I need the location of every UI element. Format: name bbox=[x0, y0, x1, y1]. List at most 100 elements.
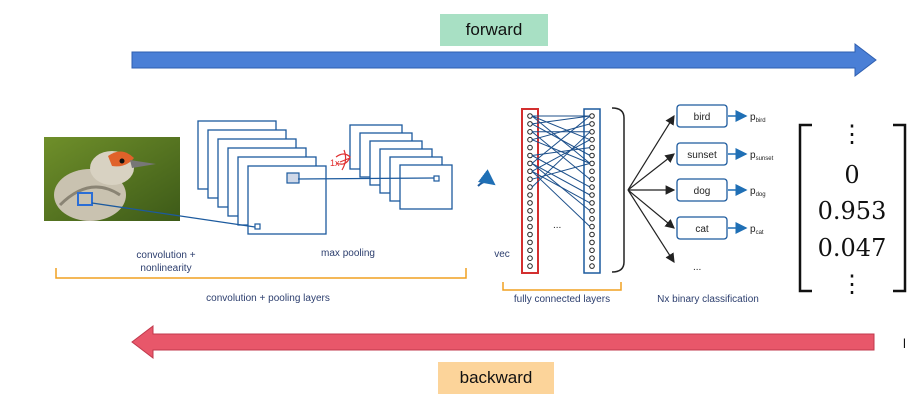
vector-entry: 0.047 bbox=[818, 234, 887, 262]
class-cat: cat pcat bbox=[676, 216, 764, 240]
fc-node bbox=[589, 192, 595, 198]
cut-off-text: l bbox=[903, 336, 906, 351]
fc-node bbox=[589, 113, 595, 119]
class-bird: bird pbird bbox=[676, 104, 766, 128]
binary-caption: Nx binary classification bbox=[657, 294, 759, 305]
fc-node bbox=[589, 168, 595, 175]
vec-node bbox=[527, 113, 533, 119]
probability-label: pdog bbox=[750, 186, 766, 198]
vec-node bbox=[527, 263, 533, 269]
forward-arrow bbox=[131, 42, 877, 78]
vector-entry: 0 bbox=[844, 161, 859, 189]
fc-node bbox=[589, 136, 595, 143]
fc-node bbox=[589, 184, 595, 190]
class-ellipsis: ... bbox=[693, 262, 701, 273]
handwritten-note: 1x bbox=[330, 158, 340, 168]
fc-node bbox=[589, 200, 595, 206]
class-box bbox=[676, 178, 728, 202]
fc-node bbox=[589, 129, 595, 135]
right-bracket bbox=[893, 123, 907, 293]
fc-connection bbox=[531, 162, 591, 196]
fc-connection bbox=[531, 162, 591, 180]
vec-node bbox=[527, 136, 533, 143]
fc-node bbox=[589, 152, 595, 159]
left-bracket bbox=[798, 123, 812, 293]
fc-connection bbox=[531, 123, 591, 141]
fc-connection bbox=[531, 139, 591, 172]
fc-node bbox=[589, 160, 595, 167]
class-box bbox=[676, 104, 728, 128]
fc-node bbox=[589, 239, 595, 246]
fc-bracket bbox=[611, 107, 625, 273]
fc-node bbox=[589, 263, 595, 269]
class-label: cat bbox=[695, 224, 709, 235]
vec-node bbox=[527, 160, 533, 167]
fc-connection bbox=[531, 115, 591, 164]
fc-node bbox=[589, 208, 595, 214]
class-box bbox=[676, 216, 728, 240]
vec-node bbox=[527, 215, 533, 222]
vec-node bbox=[527, 231, 533, 238]
fc-node bbox=[589, 223, 595, 230]
backward-label: backward bbox=[438, 362, 554, 394]
handwritten-annotation bbox=[335, 149, 351, 171]
fc-layers-bracket bbox=[502, 282, 622, 291]
vec-node bbox=[527, 192, 533, 198]
fc-connection bbox=[531, 131, 591, 188]
conv-pool-bracket bbox=[55, 268, 467, 279]
fc-connection bbox=[531, 147, 591, 156]
fc-layers-caption: fully connected layers bbox=[514, 294, 610, 305]
conv-pool-caption: convolution + pooling layers bbox=[206, 293, 330, 304]
fc-connection bbox=[531, 170, 591, 227]
vec-node bbox=[527, 129, 533, 135]
vec-node bbox=[527, 239, 533, 246]
fc-node bbox=[589, 215, 595, 222]
class-dog: dog pdog bbox=[676, 178, 766, 202]
classification-arrows bbox=[627, 114, 676, 264]
vec-node bbox=[527, 144, 533, 151]
vec-node bbox=[527, 208, 533, 214]
fc-connection bbox=[531, 170, 591, 204]
vec-node bbox=[527, 223, 533, 230]
probability-label: pbird bbox=[750, 112, 766, 124]
class-label: bird bbox=[694, 112, 711, 123]
conv-feature-maps bbox=[197, 120, 327, 235]
vec-node bbox=[527, 176, 533, 182]
vec-node bbox=[527, 184, 533, 190]
pool-feature-maps bbox=[349, 124, 453, 210]
fc-node bbox=[589, 247, 595, 254]
vec-node bbox=[527, 255, 533, 262]
fc-connection bbox=[531, 115, 591, 125]
vec-node bbox=[527, 121, 533, 127]
vec-node bbox=[527, 168, 533, 175]
vector-entry: ⋮ bbox=[840, 270, 864, 298]
fc-ellipsis: ... bbox=[553, 220, 561, 231]
fc-node bbox=[589, 231, 595, 238]
backward-arrow bbox=[131, 324, 875, 360]
conv-caption-line2: nonlinearity bbox=[140, 263, 191, 274]
fc-node bbox=[589, 144, 595, 151]
class-label: dog bbox=[694, 186, 711, 197]
vec-caption: vec bbox=[494, 249, 510, 260]
vec-node bbox=[527, 152, 533, 159]
vector-entry: 0.953 bbox=[818, 197, 887, 225]
class-box bbox=[676, 142, 728, 166]
forward-label: forward bbox=[440, 14, 548, 46]
class-label: sunset bbox=[687, 150, 717, 161]
fc-column bbox=[583, 108, 601, 274]
vec-column bbox=[521, 108, 539, 274]
fc-node bbox=[589, 255, 595, 262]
pool-caption: max pooling bbox=[321, 248, 375, 259]
fc-connection bbox=[531, 115, 591, 141]
vec-node bbox=[527, 200, 533, 206]
output-vector: ⋮ 0 0.953 0.047 ⋮ bbox=[798, 120, 907, 298]
vector-entry: ⋮ bbox=[840, 120, 864, 148]
bird-image bbox=[44, 137, 180, 221]
probability-label: pcat bbox=[750, 224, 764, 236]
conv-caption-line1: convolution + bbox=[136, 250, 195, 261]
fc-connections bbox=[531, 115, 591, 227]
fc-node bbox=[589, 176, 595, 182]
vec-node bbox=[527, 247, 533, 254]
fc-node bbox=[589, 121, 595, 127]
